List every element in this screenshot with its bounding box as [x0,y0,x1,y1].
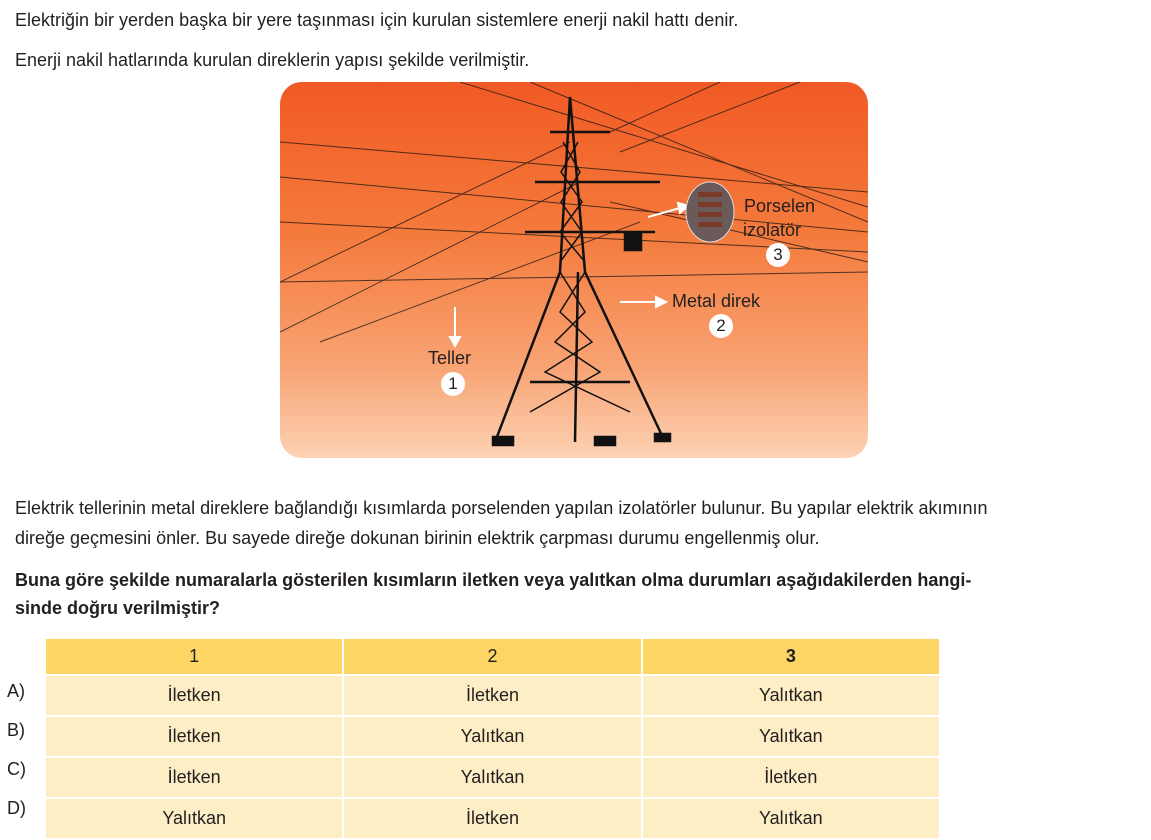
option-c[interactable]: C) [7,759,26,779]
arrows [448,201,691,349]
tower [491,96,672,447]
header-3: 3 [640,637,942,676]
question-line-2: sinde doğru verilmiştir? [15,598,221,618]
option-d[interactable]: D) [7,798,26,818]
label-teller: Teller [428,348,472,368]
option-a[interactable]: A) [7,681,25,701]
power-tower-figure: Teller 1 Metal direk 2 Porselen izolatör… [280,82,868,458]
header-1: 1 [43,637,345,676]
cell: Yalıtkan [342,756,643,799]
cell: Yalıtkan [640,715,942,758]
cell: Yalıtkan [342,715,643,758]
label-izolator: izolatör [743,220,802,240]
insulator-discs [698,192,722,227]
number-3-badge: 3 [766,243,790,267]
cell: Yalıtkan [43,797,345,840]
paragraph-line-2: direğe geçmesini önler. Bu sayede direğe… [15,528,820,548]
cell: İletken [342,797,643,840]
power-tower-illustration [280,82,868,447]
question-line-1: Buna göre şekilde numaralarla gösterilen… [15,570,972,590]
label-metal-direk: Metal direk [672,291,761,311]
paragraph-line-1: Elektrik tellerinin metal direklere bağl… [15,498,988,518]
cell: İletken [342,674,643,717]
table-header-row: 1 2 3 [43,637,942,676]
intro-line-2: Enerji nakil hatlarında kurulan direkler… [15,50,530,70]
cell: İletken [43,674,345,717]
intro-line-1: Elektriğin bir yerden başka bir yere taş… [15,10,739,30]
cell: İletken [640,756,942,799]
number-1-badge: 1 [441,372,465,396]
number-2-badge: 2 [709,314,733,338]
label-porselen: Porselen [744,196,816,216]
cell: Yalıtkan [640,797,942,840]
header-2: 2 [342,637,643,676]
cell: İletken [43,756,345,799]
wires [280,82,868,343]
cell: İletken [43,715,345,758]
cell: Yalıtkan [640,674,942,717]
option-b[interactable]: B) [7,720,25,740]
